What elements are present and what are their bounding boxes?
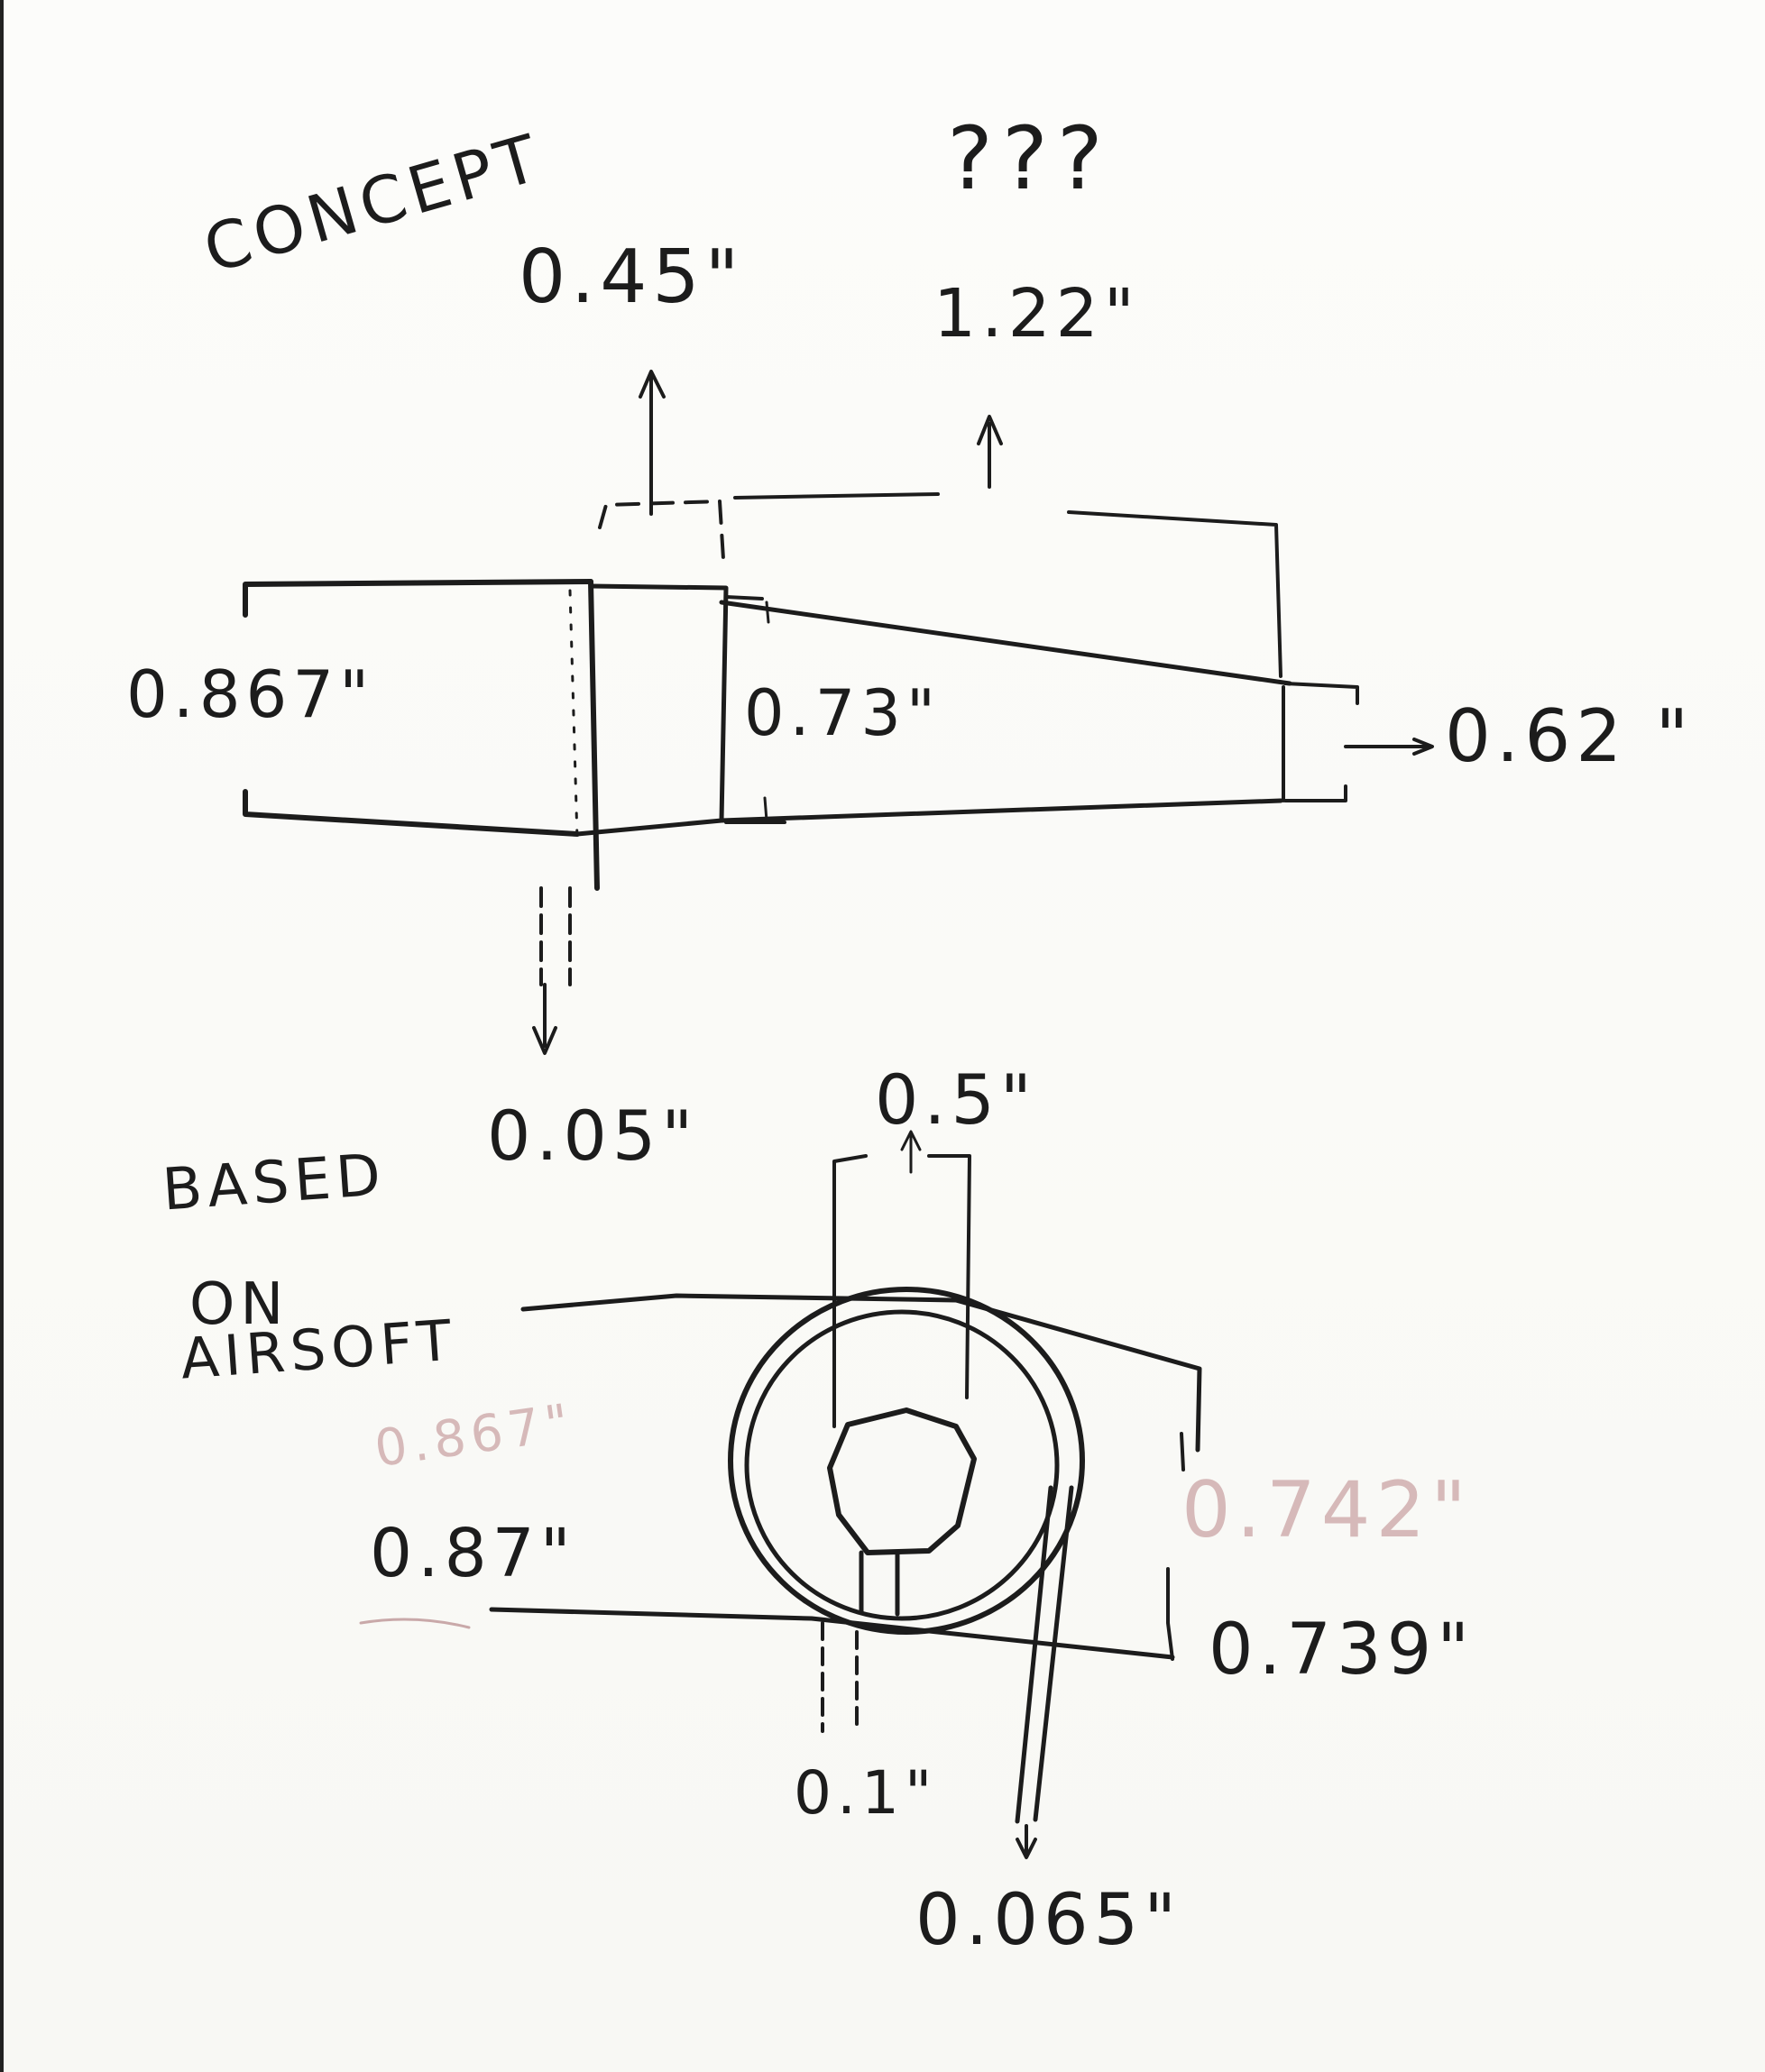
right-diameter-faint-label: 0.742" [1181, 1465, 1472, 1555]
flange-length-bracket [598, 500, 725, 561]
right-diameter-label: 0.739" [1209, 1609, 1475, 1691]
hole-width-bracket [832, 1154, 971, 1428]
taper-length-arrow [977, 415, 1003, 489]
concept-side-view [243, 370, 1434, 1055]
left-diameter-label: 0.87" [370, 1515, 576, 1592]
tip-diameter-label: 0.62 " [1445, 694, 1695, 778]
outer-top-line [520, 1293, 1202, 1453]
gap-label: 0.05" [487, 1096, 699, 1176]
mid-dia-ticks [763, 601, 770, 822]
based-on-label-line2: ON [189, 1271, 290, 1338]
seam-dotted-line [568, 589, 579, 840]
wall-lines [1015, 1485, 1074, 1824]
hole-width-label: 0.5" [875, 1059, 1037, 1140]
flange-line [588, 579, 600, 891]
slot-width-lines [821, 1621, 859, 1733]
gap-arrow [532, 983, 557, 1055]
bottom-slot [859, 1550, 900, 1617]
tip-arrow [1344, 738, 1434, 756]
outer-ring [728, 1287, 1085, 1635]
right-dia-bracket [1166, 1432, 1185, 1661]
front-view [359, 1130, 1202, 1859]
top-length-label: 0.45" [519, 234, 745, 320]
taper-top [719, 600, 1292, 686]
body-outline [243, 579, 593, 837]
taper-step-top [724, 595, 764, 601]
inner-ring [744, 1309, 1060, 1621]
gap-dimension-lines [539, 886, 572, 986]
taper-bottom [719, 798, 1283, 823]
flange-box [575, 583, 729, 837]
hole-width-arrow [900, 1130, 922, 1174]
wall-thickness-label: 0.065" [915, 1880, 1182, 1961]
taper-length-bracket [733, 492, 1282, 678]
page-edge [0, 0, 4, 2072]
center-bore [827, 1407, 977, 1555]
tip-bracket [1283, 682, 1359, 802]
taper-length-label: 1.22" [933, 275, 1140, 353]
outer-diameter-label: 0.867" [126, 656, 375, 732]
question-label: ??? [947, 108, 1112, 209]
slot-width-label: 0.1" [794, 1758, 938, 1828]
mid-diameter-label: 0.73" [744, 676, 942, 750]
flange-length-arrow [639, 370, 666, 516]
wall-arrow [1016, 1824, 1037, 1859]
underline-squiggle [359, 1618, 471, 1629]
